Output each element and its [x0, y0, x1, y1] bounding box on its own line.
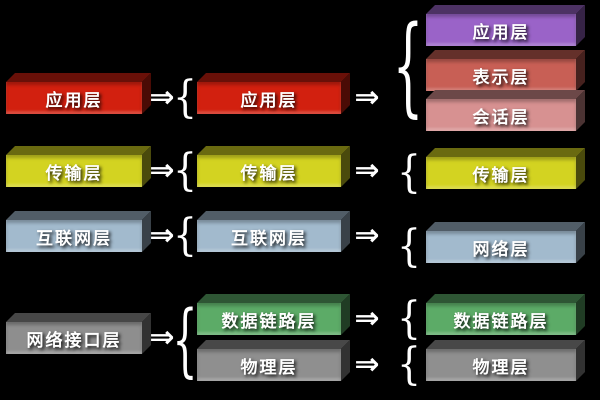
arrow-icon: ⇒	[354, 347, 380, 382]
box-side-face	[341, 340, 350, 381]
box-side-face	[576, 90, 585, 131]
box-top-face	[426, 90, 585, 99]
box-right-session-layer: 会话层	[426, 90, 585, 131]
brace-icon: {	[397, 339, 421, 390]
box-side-face	[341, 294, 350, 335]
layer-label: 应用层	[426, 14, 576, 46]
box-right-physical-layer: 物理层	[426, 340, 585, 381]
brace-glyph: {	[397, 221, 421, 272]
brace-glyph: {	[173, 145, 197, 196]
brace-icon: {	[173, 72, 197, 123]
brace-icon: {	[397, 147, 421, 198]
box-top-face	[426, 5, 585, 14]
box-right-application-layer: 应用层	[426, 5, 585, 46]
brace-glyph: {	[173, 72, 197, 123]
brace-glyph: {	[397, 339, 421, 390]
brace-icon: {	[173, 210, 197, 261]
box-side-face	[576, 294, 585, 335]
box-top-face	[426, 148, 585, 157]
arrow-icon: ⇒	[149, 218, 175, 253]
box-right-presentation-layer: 表示层	[426, 50, 585, 91]
brace-glyph: {	[397, 293, 421, 344]
brace-icon: {	[392, 4, 424, 132]
box-top-face	[426, 50, 585, 59]
layer-label: 网络层	[426, 231, 576, 263]
box-right-datalink-layer: 数据链路层	[426, 294, 585, 335]
box-top-face	[6, 73, 151, 82]
layer-label: 传输层	[197, 155, 341, 187]
brace-glyph: {	[397, 147, 421, 198]
arrow-icon: ⇒	[354, 301, 380, 336]
box-side-face	[341, 73, 350, 114]
layer-label: 数据链路层	[426, 303, 576, 335]
box-left-application-layer: 应用层	[6, 73, 151, 114]
box-top-face	[197, 211, 350, 220]
brace-glyph: {	[172, 295, 198, 387]
arrow-icon: ⇒	[354, 80, 380, 115]
layer-label: 物理层	[197, 349, 341, 381]
arrow-icon: ⇒	[354, 153, 380, 188]
box-middle-datalink-layer: 数据链路层	[197, 294, 350, 335]
arrow-icon: ⇒	[149, 153, 175, 188]
layer-label: 网络接口层	[6, 322, 142, 354]
box-top-face	[197, 73, 350, 82]
box-top-face	[197, 294, 350, 303]
arrow-icon: ⇒	[354, 218, 380, 253]
layer-label: 表示层	[426, 59, 576, 91]
layer-label: 物理层	[426, 349, 576, 381]
box-side-face	[576, 340, 585, 381]
box-middle-transport-layer: 传输层	[197, 146, 350, 187]
layer-label: 传输层	[6, 155, 142, 187]
box-top-face	[197, 340, 350, 349]
box-top-face	[426, 222, 585, 231]
box-top-face	[6, 313, 151, 322]
box-top-face	[6, 146, 151, 155]
layer-label: 数据链路层	[197, 303, 341, 335]
box-side-face	[341, 211, 350, 252]
box-middle-internet-layer: 互联网层	[197, 211, 350, 252]
arrow-icon: ⇒	[149, 80, 175, 115]
layer-label: 会话层	[426, 99, 576, 131]
brace-icon: {	[397, 221, 421, 272]
box-top-face	[426, 294, 585, 303]
box-side-face	[576, 222, 585, 263]
layer-label: 互联网层	[6, 220, 142, 252]
brace-glyph: {	[173, 210, 197, 261]
box-left-transport-layer: 传输层	[6, 146, 151, 187]
box-side-face	[341, 146, 350, 187]
layer-label: 应用层	[197, 82, 341, 114]
arrow-icon: ⇒	[149, 320, 175, 355]
box-side-face	[576, 50, 585, 91]
layer-label: 互联网层	[197, 220, 341, 252]
box-middle-application-layer: 应用层	[197, 73, 350, 114]
box-top-face	[426, 340, 585, 349]
box-left-internet-layer: 互联网层	[6, 211, 151, 252]
brace-icon: {	[172, 294, 198, 390]
box-top-face	[6, 211, 151, 220]
box-top-face	[197, 146, 350, 155]
box-side-face	[576, 5, 585, 46]
box-left-network-interface-layer: 网络接口层	[6, 313, 151, 354]
box-side-face	[576, 148, 585, 189]
brace-glyph: {	[392, 4, 424, 130]
layer-label: 传输层	[426, 157, 576, 189]
brace-icon: {	[173, 145, 197, 196]
layer-label: 应用层	[6, 82, 142, 114]
box-middle-physical-layer: 物理层	[197, 340, 350, 381]
brace-icon: {	[397, 293, 421, 344]
box-right-network-layer: 网络层	[426, 222, 585, 263]
box-right-transport-layer: 传输层	[426, 148, 585, 189]
